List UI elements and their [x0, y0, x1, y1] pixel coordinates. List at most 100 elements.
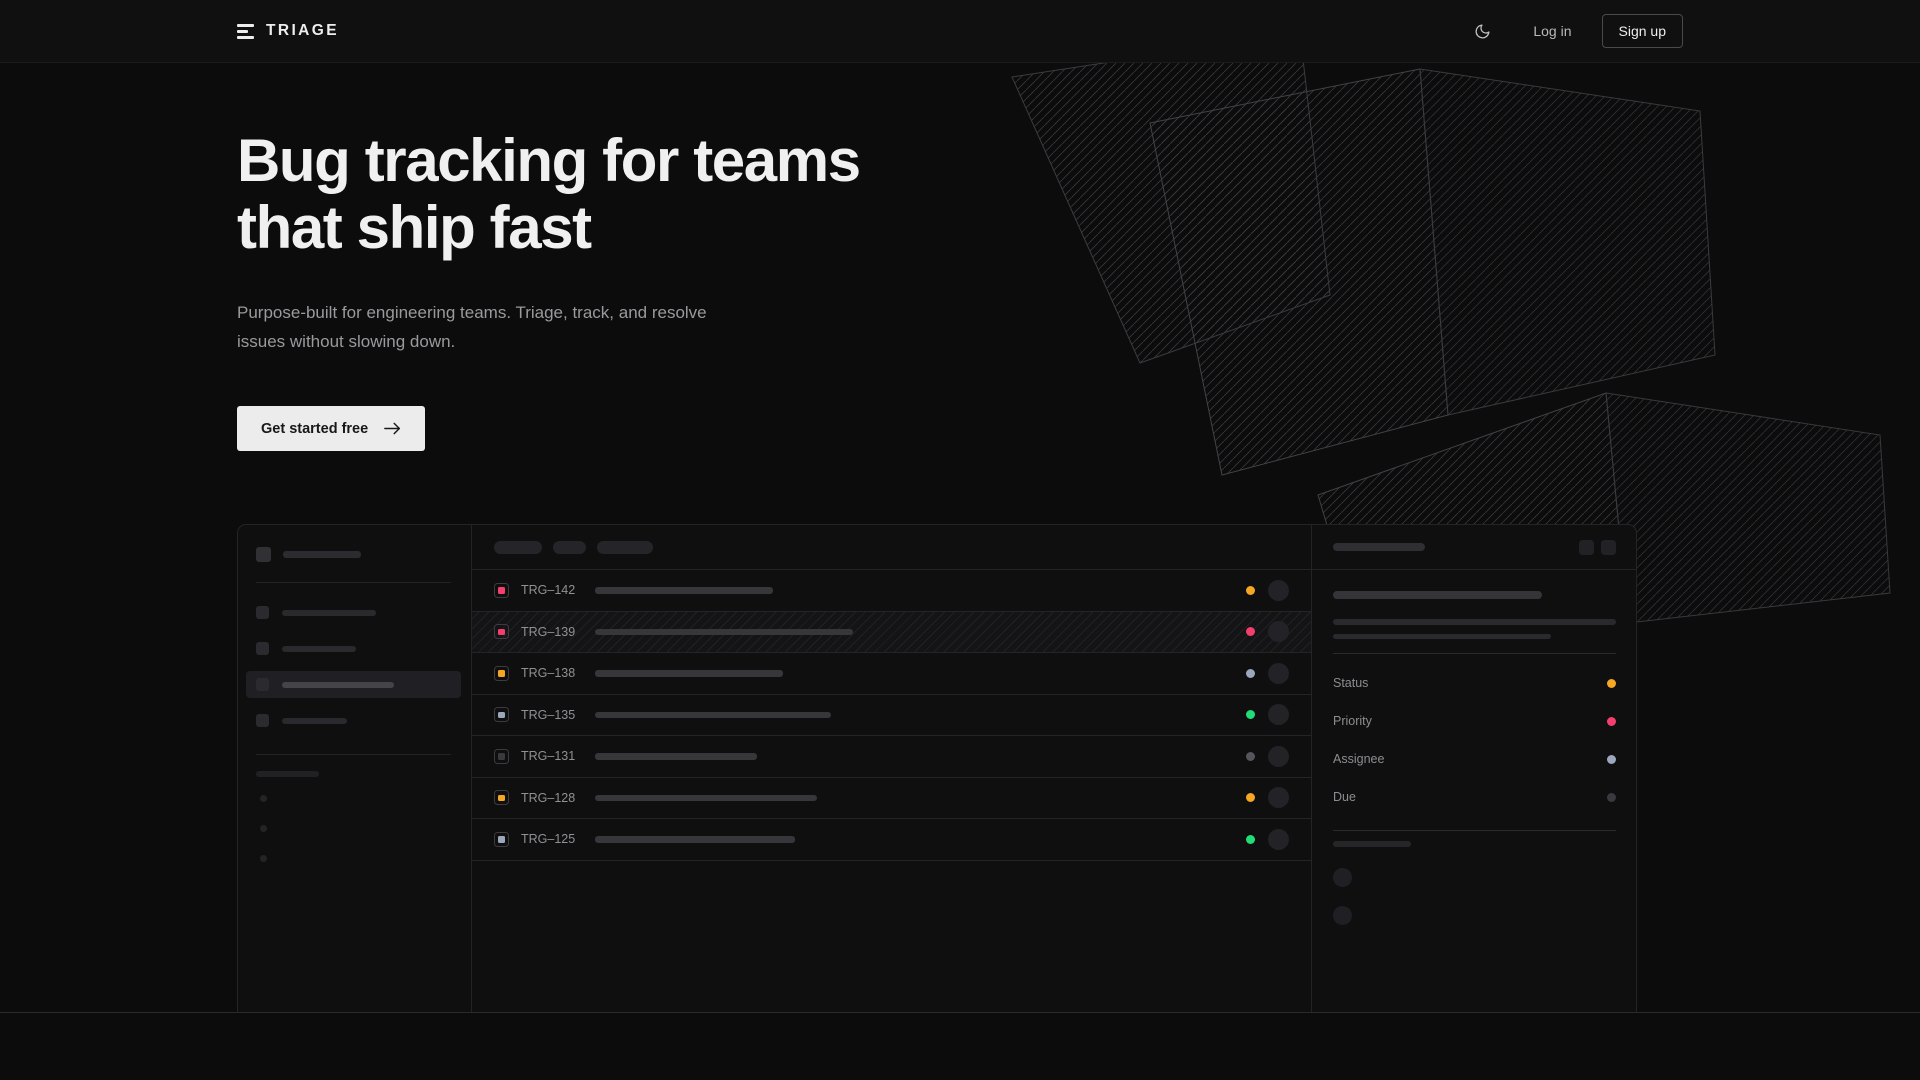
- avatar: [1268, 787, 1289, 809]
- status-dot: [1246, 834, 1255, 844]
- comment-avatar: [1333, 905, 1352, 925]
- priority-indicator: [494, 831, 509, 847]
- detail-field-label: Assignee: [1333, 752, 1385, 766]
- login-link[interactable]: Log in: [1533, 23, 1572, 39]
- mockup-brand-square: [256, 547, 271, 562]
- sidebar-nav-item-0[interactable]: [246, 599, 461, 626]
- sidebar-nav-icon: [256, 714, 269, 727]
- comments-section-label: [1333, 841, 1411, 847]
- sidebar-nav-label-skeleton: [282, 645, 356, 652]
- detail-field-label: Due: [1333, 790, 1356, 804]
- nav-actions: Log in Sign up: [1465, 14, 1683, 48]
- toolbar-chip-1[interactable]: [553, 540, 586, 554]
- sidebar-nav-icon: [256, 642, 269, 655]
- mockup-sidebar-brand: [256, 547, 451, 562]
- detail-description-skeleton: [1333, 619, 1616, 639]
- priority-indicator: [494, 790, 509, 806]
- detail-header-title-skeleton: [1333, 543, 1425, 551]
- issue-title-skeleton: [595, 836, 795, 843]
- priority-indicator: [494, 582, 509, 598]
- issue-title-skeleton: [595, 711, 831, 718]
- sidebar-sub-item-2[interactable]: [260, 855, 267, 862]
- detail-header-button-0[interactable]: [1579, 539, 1594, 555]
- issue-title-skeleton: [595, 794, 817, 801]
- priority-indicator: [494, 624, 509, 640]
- detail-field-due[interactable]: Due: [1333, 778, 1616, 816]
- detail-field-assignee[interactable]: Assignee: [1333, 740, 1616, 778]
- detail-field-priority[interactable]: Priority: [1333, 702, 1616, 740]
- issue-id: TRG–131: [521, 749, 576, 764]
- toolbar-chip-2[interactable]: [597, 540, 653, 554]
- moon-icon[interactable]: [1465, 14, 1499, 48]
- detail-issue-title-skeleton: [1333, 591, 1543, 599]
- status-dot: [1246, 668, 1255, 678]
- detail-header-button-1[interactable]: [1601, 539, 1616, 555]
- issue-row-meta: [1230, 579, 1289, 601]
- detail-divider-top: [1333, 653, 1616, 654]
- sidebar-nav-label-skeleton: [282, 681, 394, 688]
- priority-indicator: [494, 665, 509, 681]
- issue-id: TRG–125: [521, 832, 576, 847]
- detail-panel-header: [1312, 525, 1636, 570]
- status-dot: [1246, 751, 1255, 761]
- sidebar-nav-item-2[interactable]: [246, 671, 461, 698]
- detail-description-line-1: [1333, 633, 1551, 639]
- brand-logo[interactable]: TRIAGE: [237, 22, 339, 40]
- mockup-sidebar-nav: [246, 599, 461, 734]
- issue-row[interactable]: TRG–142: [472, 570, 1311, 612]
- mockup-brand-bar: [283, 551, 361, 558]
- avatar: [1268, 579, 1289, 601]
- sidebar-nav-icon: [256, 606, 269, 619]
- issue-row[interactable]: TRG–128: [472, 778, 1311, 819]
- get-started-label: Get started free: [261, 420, 369, 437]
- sidebar-nav-label-skeleton: [282, 717, 347, 724]
- brand-name: TRIAGE: [266, 22, 339, 39]
- get-started-button[interactable]: Get started free: [237, 406, 426, 452]
- priority-indicator: [494, 707, 509, 723]
- issue-id: TRG–139: [521, 624, 576, 639]
- issue-row[interactable]: TRG–135: [472, 695, 1311, 736]
- detail-field-value-dot: [1607, 678, 1616, 688]
- hero-heading: Bug tracking for teams that ship fast: [237, 127, 861, 262]
- detail-field-value-dot: [1607, 792, 1616, 802]
- toolbar-chip-0[interactable]: [494, 540, 542, 554]
- detail-field-status[interactable]: Status: [1333, 664, 1616, 702]
- issue-id: TRG–135: [521, 707, 576, 722]
- issue-title-skeleton: [595, 587, 773, 594]
- sidebar-nav-item-3[interactable]: [246, 707, 461, 734]
- avatar: [1268, 621, 1289, 643]
- avatar: [1268, 828, 1289, 850]
- sidebar-nav-item-1[interactable]: [246, 635, 461, 662]
- sidebar-sub-items: [256, 795, 451, 862]
- mockup-sidebar: [238, 525, 472, 1012]
- comment-avatar: [1333, 867, 1352, 887]
- issue-id: TRG–138: [521, 666, 576, 681]
- sidebar-divider-bottom: [256, 754, 451, 755]
- status-dot: [1246, 793, 1255, 803]
- issue-title-skeleton: [595, 628, 853, 635]
- detail-field-value-dot: [1607, 716, 1616, 726]
- issue-row[interactable]: TRG–138: [472, 653, 1311, 695]
- status-dot: [1246, 627, 1255, 637]
- sidebar-sub-item-0[interactable]: [260, 795, 267, 802]
- issue-row-meta: [1230, 787, 1289, 809]
- sidebar-sub-item-1[interactable]: [260, 825, 267, 832]
- arrow-right-icon: [384, 422, 401, 435]
- issue-row[interactable]: TRG–125: [472, 819, 1311, 861]
- detail-field-label: Priority: [1333, 714, 1372, 728]
- sidebar-divider-top: [256, 582, 451, 583]
- detail-header-buttons: [1579, 539, 1616, 555]
- signup-button[interactable]: Sign up: [1601, 14, 1683, 48]
- issue-row[interactable]: TRG–131: [472, 736, 1311, 778]
- sidebar-section-label: [256, 771, 319, 777]
- top-navigation-bar: TRIAGE Log in Sign up: [0, 0, 1920, 63]
- issue-row-meta: [1230, 621, 1289, 643]
- stacked-bars-icon: [237, 23, 254, 39]
- issue-row[interactable]: TRG–139: [472, 611, 1311, 653]
- sidebar-nav-icon: [256, 678, 269, 691]
